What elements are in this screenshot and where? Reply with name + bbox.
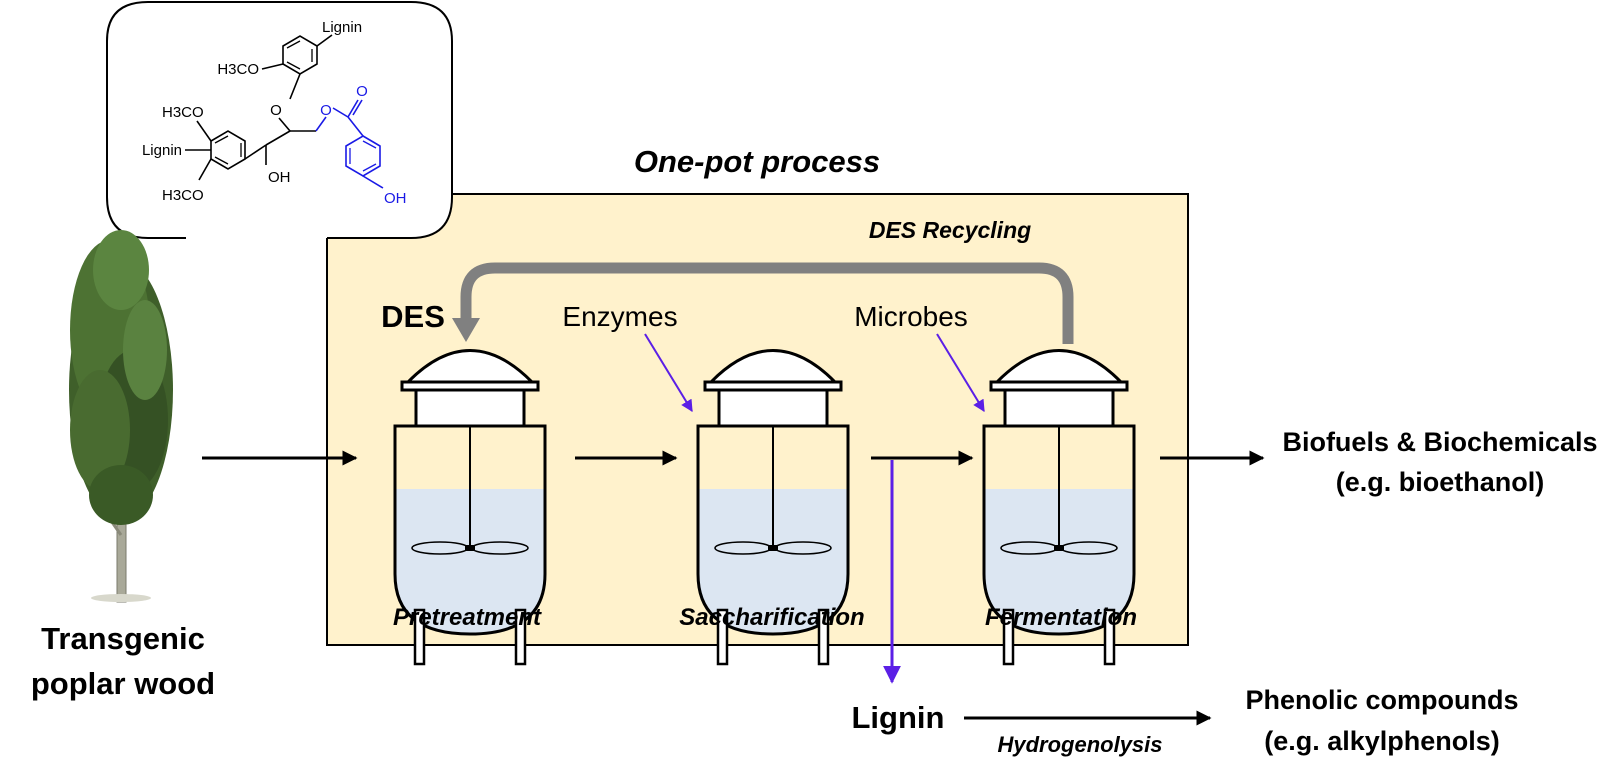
phenolic-label-line2: (e.g. alkylphenols)	[1264, 726, 1500, 756]
enzymes-label: Enzymes	[562, 301, 677, 332]
des-label: DES	[381, 299, 445, 334]
h3co-label-top: H3CO	[217, 61, 259, 78]
des-recycle-arrow	[460, 262, 1074, 344]
feedstock-label-line2: poplar wood	[31, 666, 215, 701]
phenol-hydroxyl: OH	[384, 190, 407, 207]
microbes-arrow	[936, 333, 985, 413]
panel-title: One-pot process	[634, 144, 880, 179]
hydrogenolysis-label: Hydrogenolysis	[997, 732, 1162, 757]
lignin-label: Lignin	[852, 700, 945, 735]
structure-box	[106, 1, 453, 239]
biofuels-label-line1: Biofuels & Biochemicals	[1282, 427, 1597, 457]
stage-label-saccharification: Saccharification	[679, 604, 864, 631]
lignin-label-top: Lignin	[322, 19, 362, 36]
ester-oxygen: O	[320, 102, 332, 119]
microbes-label: Microbes	[854, 301, 968, 332]
feedstock-label-line1: Transgenic	[41, 621, 205, 656]
des-recycle-arrowhead	[452, 318, 480, 342]
h3co-label-lower: H3CO	[162, 187, 204, 204]
enzymes-arrow	[644, 333, 693, 413]
ether-oxygen: O	[270, 102, 282, 119]
lignin-structure: Lignin H3CO O OH H3CO H3CO Lignin O O	[106, 1, 453, 239]
alpha-hydroxyl: OH	[268, 169, 291, 186]
carbonyl-oxygen: O	[356, 83, 368, 100]
stage-label-fermentation: Fermentation	[985, 604, 1137, 631]
stage-label-pretreatment: Pretreatment	[393, 604, 542, 631]
biofuels-label-line2: (e.g. bioethanol)	[1336, 467, 1545, 497]
phenolic-label-line1: Phenolic compounds	[1245, 685, 1518, 715]
lignin-label-left: Lignin	[142, 142, 182, 159]
recycle-label: DES Recycling	[869, 217, 1031, 243]
h3co-label-upper: H3CO	[162, 104, 204, 121]
poplar-tree-icon	[69, 230, 173, 603]
